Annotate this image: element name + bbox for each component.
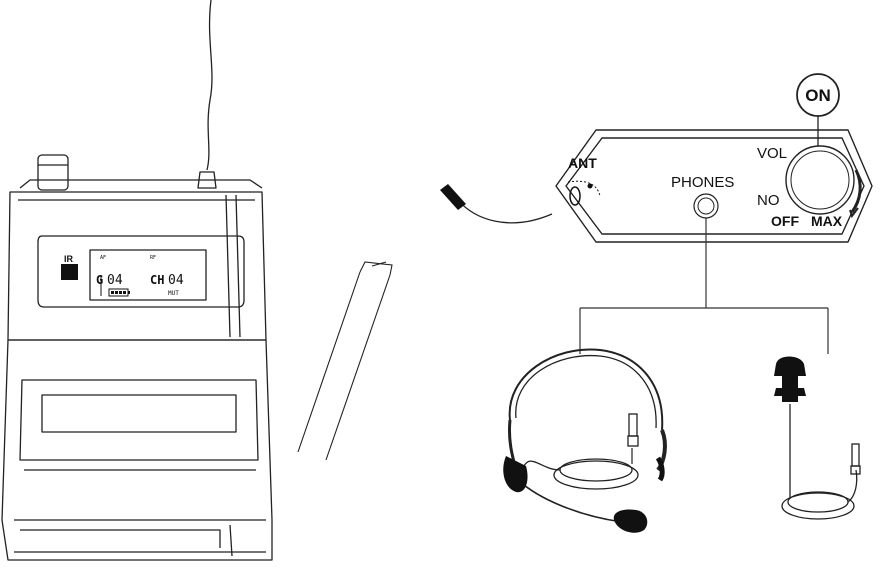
- on-callout-circle: [796, 73, 840, 117]
- on-label: ON: [805, 86, 831, 105]
- spare-antenna: [297, 261, 393, 461]
- panel-antenna-cable: [457, 199, 553, 224]
- no-label: NO: [757, 192, 780, 209]
- lcd-window: [89, 249, 207, 301]
- group-value: 04: [107, 273, 123, 288]
- off-label: OFF: [771, 213, 799, 229]
- antenna-base: [197, 171, 217, 189]
- headset-mic-capsule: [613, 509, 648, 533]
- display-housing: [37, 235, 245, 308]
- ir-label: IR: [64, 254, 74, 264]
- connection-lines: [579, 218, 829, 354]
- headset-microphone: [508, 348, 667, 523]
- ant-label: ANT: [568, 155, 597, 171]
- panel-antenna-tip: [440, 184, 466, 210]
- af-indicator: AF: [100, 255, 106, 261]
- channel-label: CH: [150, 273, 164, 287]
- vol-label: VOL: [757, 145, 787, 162]
- bodypack-transmitter: [1, 0, 273, 561]
- headset-earpiece: [503, 456, 528, 493]
- rf-indicator: RF: [150, 255, 156, 261]
- battery-icon: [108, 288, 130, 297]
- volume-knob: [785, 145, 862, 219]
- panel-outline: [555, 129, 873, 243]
- lavalier-clip: [774, 356, 806, 376]
- ir-sensor: [61, 264, 78, 280]
- transmitter-body: [7, 191, 267, 341]
- antenna-wire: [206, 0, 213, 171]
- receiver-panel: [555, 129, 873, 243]
- top-knob: [37, 154, 69, 191]
- belt-clip: [1, 339, 273, 561]
- phones-label: PHONES: [671, 174, 734, 191]
- mute-indicator: MUT: [168, 290, 179, 297]
- lavalier-microphone: [781, 404, 861, 520]
- ant-jack: [567, 180, 601, 206]
- channel-value: 04: [168, 273, 184, 288]
- group-label: G: [96, 273, 103, 287]
- max-label: MAX: [811, 213, 843, 229]
